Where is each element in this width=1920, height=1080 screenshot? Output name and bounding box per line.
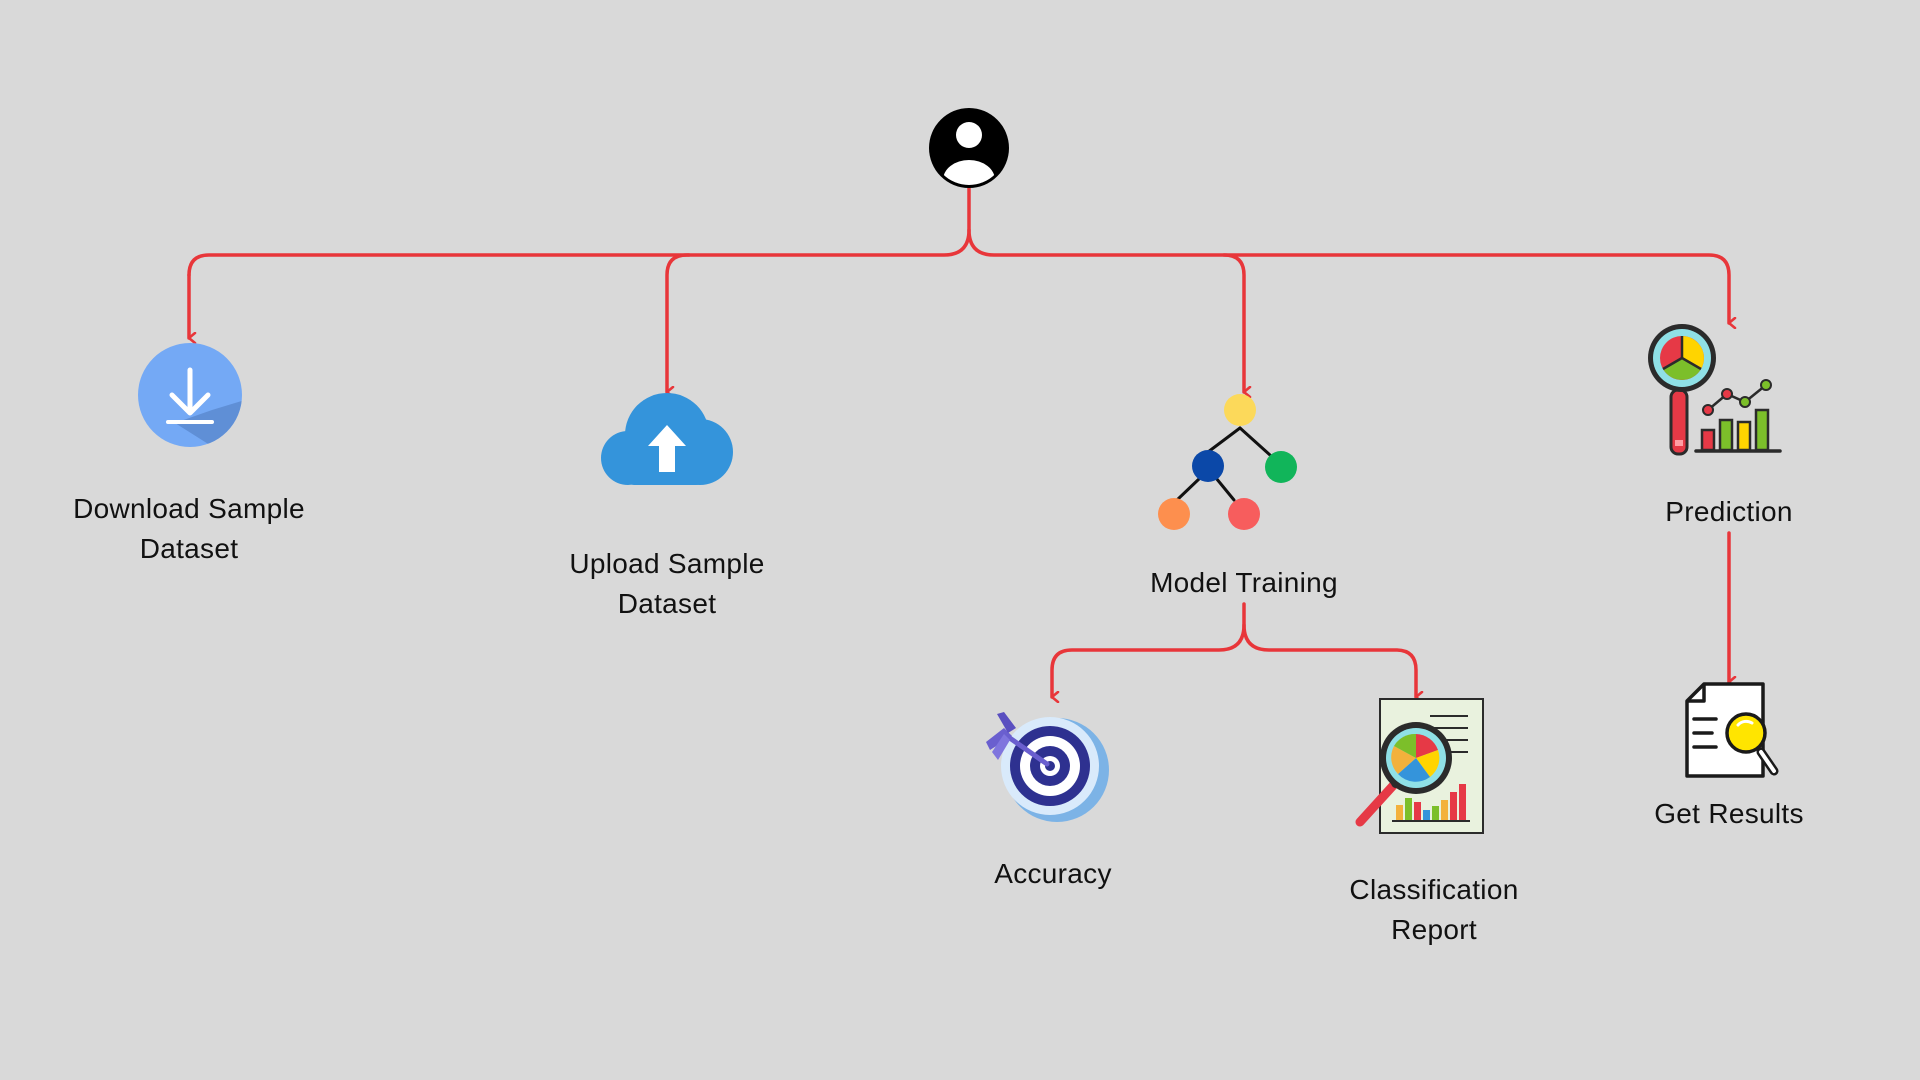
decision-tree-icon [1158,394,1297,530]
accuracy-text: Accuracy [994,858,1112,889]
report-label-line2: Report [1391,914,1477,945]
document-search-icon [1685,682,1779,778]
upload-label-line2: Dataset [617,588,717,619]
connector-to-upload [665,253,691,392]
user-avatar-icon [929,108,1009,188]
download-dataset-label: Download Sample Dataset [39,489,339,569]
connectors [187,186,1729,697]
get-results-label: Get Results [1579,794,1879,834]
upload-label-line1: Upload Sample [569,548,765,579]
download-label-line1: Download Sample [73,493,305,524]
accuracy-label: Accuracy [903,854,1203,894]
target-dart-icon [986,712,1109,822]
analytics-magnifier-icon [1648,324,1782,456]
report-magnifier-icon [1355,698,1484,834]
upload-dataset-label: Upload Sample Dataset [517,544,817,624]
model-training-label: Model Training [1094,563,1394,603]
classification-report-label: Classification Report [1284,870,1584,950]
connector-training-split [1050,602,1246,697]
prediction-label: Prediction [1579,492,1879,532]
download-icon [138,343,242,447]
connector-trunk [187,186,971,277]
connector-right-branch [967,228,1729,323]
model-training-text: Model Training [1150,567,1338,598]
connector-to-report [1242,623,1416,697]
prediction-text: Prediction [1665,496,1793,527]
get-results-text: Get Results [1654,798,1804,829]
download-label-line2: Dataset [139,533,239,564]
cloud-upload-icon [601,393,733,485]
report-label-line1: Classification [1349,874,1519,905]
connector-to-training [1222,253,1244,392]
